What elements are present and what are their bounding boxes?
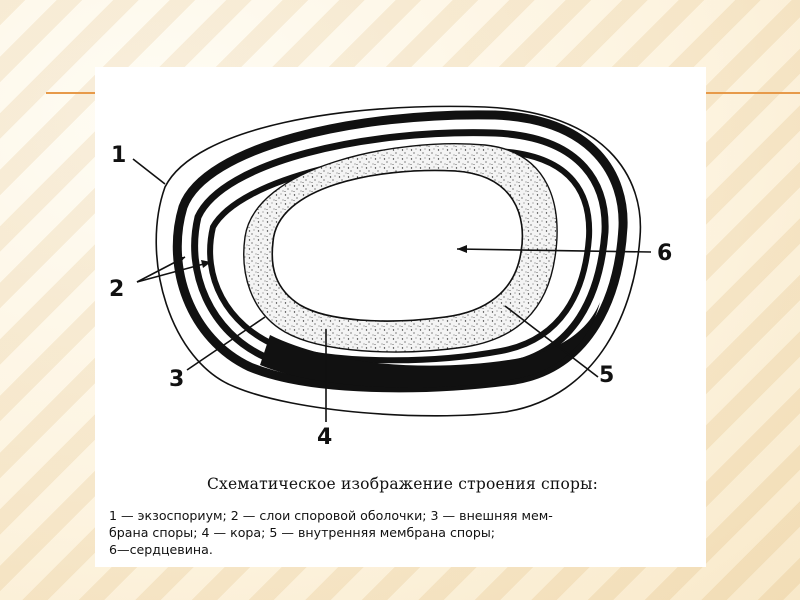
label-6: 6	[657, 241, 673, 266]
spore-coat-layer-inner	[191, 129, 609, 378]
label-1: 1	[111, 143, 127, 168]
figure-legend: 1 — экзоспориум; 2 — слои споровой оболо…	[109, 507, 693, 558]
spore-coat-layer-outer	[172, 110, 628, 393]
leader-line-3	[186, 316, 266, 371]
spore-core	[271, 169, 524, 322]
leader-line-5	[504, 305, 599, 378]
arrowhead-2b	[201, 260, 211, 268]
label-5: 5	[599, 363, 615, 388]
spore-diagram	[132, 105, 652, 422]
leader-line-2b	[136, 261, 212, 283]
leader-line-6	[456, 248, 652, 253]
legend-line-3: 6—сердцевина.	[109, 542, 213, 557]
label-2: 2	[109, 277, 125, 302]
arrowhead-6	[457, 245, 467, 253]
legend-line-2: брана споры; 4 — кора; 5 — внутренняя ме…	[109, 525, 496, 540]
title-accent-line-right	[704, 92, 800, 94]
leader-line-1	[132, 158, 166, 185]
legend-line-1: 1 — экзоспориум; 2 — слои споровой оболо…	[109, 508, 553, 523]
spore-structure-figure: 1 2 3 4 5 6 Схематическое изображение ст…	[95, 67, 706, 567]
arrowhead-2a	[175, 257, 185, 265]
spore-coat-bottom-band	[260, 302, 600, 388]
label-4: 4	[317, 425, 333, 450]
label-3: 3	[169, 367, 185, 392]
title-accent-line-left	[46, 92, 96, 94]
leader-line-2a	[136, 256, 186, 283]
figure-caption-title: Схематическое изображение строения споры…	[207, 475, 599, 493]
